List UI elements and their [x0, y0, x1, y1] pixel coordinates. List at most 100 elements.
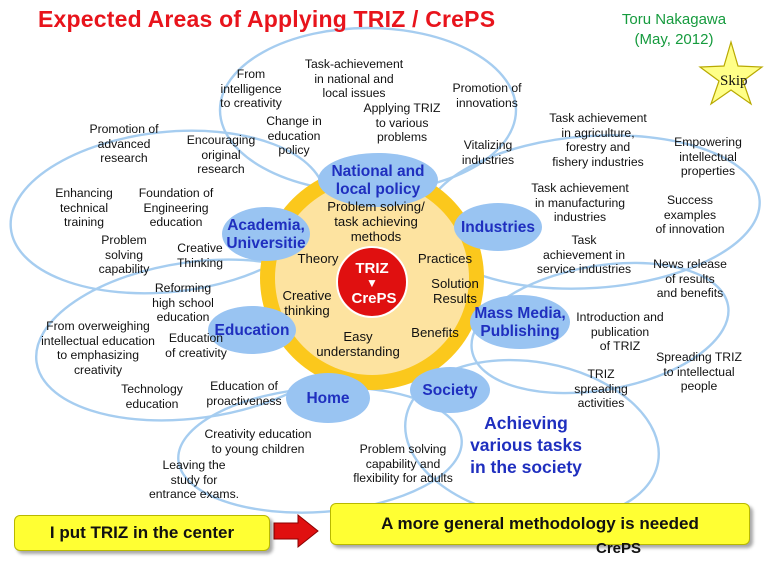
hub-ovals — [208, 153, 570, 423]
area-promotion-innovations: Promotion of innovations — [452, 81, 521, 110]
area-leaving-study: Leaving the study for entrance exams. — [149, 458, 239, 502]
area-line: innovations — [456, 95, 518, 110]
area-line: original — [201, 147, 241, 162]
hub-oval-national — [318, 153, 438, 207]
core-creative-line: Creative — [282, 288, 332, 303]
area-line: forestry and — [565, 140, 631, 154]
area-line: entrance exams. — [148, 487, 240, 501]
area-success-examples: Success examples of innovation — [655, 193, 724, 237]
petal-mass-media — [470, 261, 730, 395]
area-line: activities — [577, 396, 625, 410]
area-line: education — [125, 396, 179, 411]
area-line: education — [267, 128, 321, 143]
area-line: From overweighing — [46, 319, 150, 333]
area-education-proactiveness: Education of proactiveness — [206, 379, 281, 408]
area-line: publication — [590, 324, 650, 339]
area-line: research — [197, 162, 245, 176]
achieving-line: in the society — [470, 457, 582, 477]
area-line: to various — [375, 115, 429, 130]
core-theory: Theory — [297, 251, 339, 266]
core-creative-line: thinking — [284, 303, 330, 318]
area-line: Enhancing — [55, 186, 113, 200]
area-overweighing-intellectual: From overweighing intellectual education… — [41, 319, 155, 377]
hub-academia: Academia, Universitie — [226, 217, 305, 253]
area-line: industries — [553, 210, 607, 224]
area-line: Empowering — [674, 135, 742, 149]
area-technical-training: Enhancing technical training — [55, 186, 113, 230]
area-line: capability — [98, 262, 150, 276]
area-introduction-publication: Introduction and publication of TRIZ — [576, 310, 663, 354]
area-line: to young children — [211, 441, 305, 456]
hub-national-local-policy: National and local policy — [331, 163, 424, 199]
area-line: problems — [376, 130, 428, 144]
achieving-various-tasks: Achieving various tasks in the society — [470, 412, 582, 478]
area-line: of innovation — [655, 222, 725, 236]
area-line: Task achievement — [549, 111, 647, 125]
area-line: solving — [105, 247, 143, 262]
area-line: Problem — [101, 233, 147, 247]
hub-academia-line: Universitie — [226, 235, 306, 252]
area-line: Success — [666, 193, 714, 207]
center-triz: TRIZ — [355, 260, 389, 277]
area-line: in manufacturing — [534, 195, 626, 210]
area-line: intellectual — [679, 149, 737, 164]
area-line: research — [100, 151, 148, 165]
area-line: in national and — [314, 71, 394, 86]
footer-creps: CrePS — [596, 540, 642, 557]
core-problem-solving-line: task achieving — [334, 214, 418, 229]
skip-button-label[interactable]: Skip — [720, 73, 748, 89]
area-line: to emphasizing — [57, 348, 139, 362]
area-line: Spreading TRIZ — [656, 350, 742, 364]
area-spreading-to-people: Spreading TRIZ to intellectual people — [656, 350, 742, 394]
area-service-industries: Task achievement in service industries — [537, 233, 631, 277]
area-line: Problem solving — [359, 442, 447, 456]
area-line: technical — [59, 200, 109, 215]
hub-society: Society — [422, 382, 478, 399]
area-line: achievement in — [543, 247, 625, 262]
area-line: Thinking — [176, 255, 224, 270]
area-line: Vitalizing — [463, 138, 513, 152]
hub-oval-academia — [222, 207, 310, 261]
area-line: advanced — [97, 136, 151, 151]
hub-oval-education — [208, 306, 296, 354]
core-easy-line: Easy — [343, 329, 373, 344]
hub-national-line: National and — [331, 163, 425, 180]
center-circle — [336, 246, 408, 318]
area-line: Reforming — [154, 281, 212, 295]
area-line: of creativity — [165, 345, 227, 360]
author-date: (May, 2012) — [634, 31, 714, 48]
core-benefits: Benefits — [411, 325, 459, 340]
area-line: Change in — [266, 114, 322, 128]
core-easy-understanding: Easy understanding — [316, 329, 400, 359]
author-name: Toru Nakagawa — [621, 11, 727, 28]
area-line: intellectual education — [41, 333, 155, 348]
hub-national-line: local policy — [335, 181, 421, 198]
skip-star-icon[interactable] — [698, 39, 764, 106]
area-line: study for — [170, 472, 218, 487]
core-creative-thinking: Creative thinking — [282, 288, 331, 318]
core-solution-line: Solution — [431, 276, 479, 291]
area-line: examples — [663, 207, 717, 222]
area-reforming-high-school: Reforming high school education — [152, 281, 214, 325]
area-line: Leaving the — [162, 458, 226, 472]
hub-oval-industries — [454, 203, 542, 251]
hub-academia-line: Academia, — [227, 217, 305, 234]
area-line: intelligence — [220, 81, 282, 96]
core-solution-line: Results — [433, 291, 477, 306]
area-creativity-young-children: Creativity education to young children — [204, 427, 311, 456]
area-line: Education — [168, 331, 224, 345]
hub-industries: Industries — [460, 219, 536, 236]
area-technology-education: Technology education — [121, 382, 183, 411]
page-title: Expected Areas of Applying TRIZ / CrePS — [38, 6, 496, 32]
center-arrow-icon: ▼ — [366, 276, 378, 290]
arrow-right-icon — [273, 513, 319, 549]
area-agriculture: Task achievement in agriculture, forestr… — [549, 111, 647, 169]
area-line: education — [149, 215, 203, 229]
hub-oval-mass-media — [470, 295, 570, 349]
area-line: Task — [571, 233, 597, 247]
area-line: Engineering — [143, 200, 209, 215]
area-vitalizing-industries: Vitalizing industries — [462, 138, 514, 167]
area-line: Task-achievement — [304, 57, 404, 71]
core-practices: Practices — [417, 251, 473, 266]
